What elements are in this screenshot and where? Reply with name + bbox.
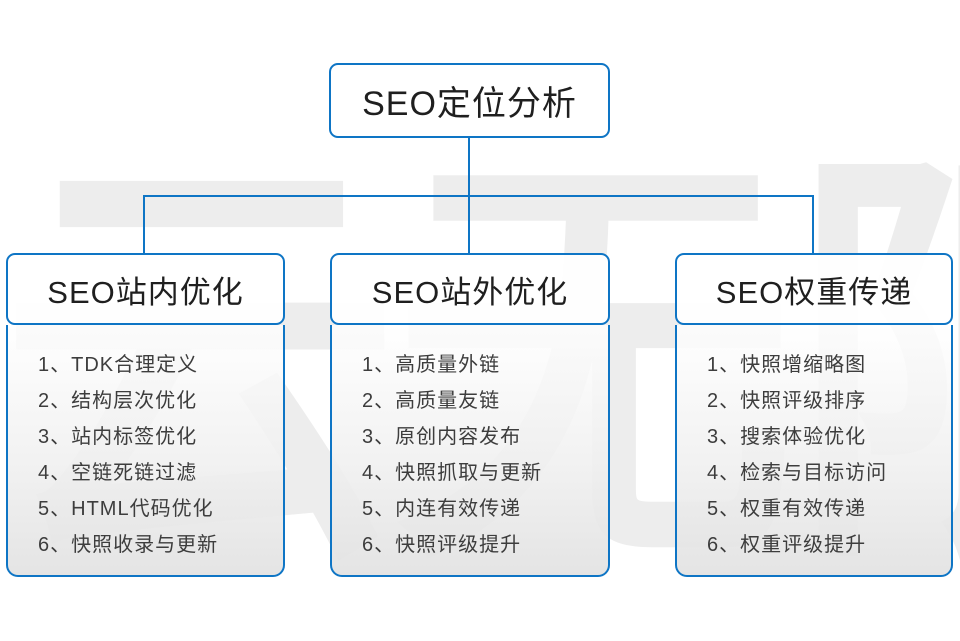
list-item: 4、快照抓取与更新 bbox=[362, 462, 543, 484]
list-item: 5、HTML代码优化 bbox=[38, 498, 214, 520]
column-seo-offsite: SEO站外优化 1、高质量外链 2、高质量友链 3、原创内容发布 4、快照抓取与更新 5… bbox=[330, 253, 610, 577]
connector-to-left-column bbox=[143, 195, 145, 254]
column-body-seo-offsite: 1、高质量外链 2、高质量友链 3、原创内容发布 4、快照抓取与更新 5、内连有效传递 6… bbox=[330, 325, 610, 577]
list-item: 3、搜索体验优化 bbox=[707, 426, 867, 448]
list-item: 5、权重有效传递 bbox=[707, 498, 867, 520]
list-item: 1、高质量外链 bbox=[362, 354, 501, 376]
item-list-seo-onsite: 1、TDK合理定义 2、结构层次优化 3、站内标签优化 4、空链死链过滤 5、HTML代… bbox=[38, 347, 273, 563]
root-node-title: SEO定位分析 bbox=[362, 85, 577, 123]
list-item: 4、空链死链过滤 bbox=[38, 462, 198, 484]
column-title: SEO站外优化 bbox=[371, 274, 569, 310]
list-item: 6、快照收录与更新 bbox=[38, 534, 219, 556]
column-header-seo-offsite: SEO站外优化 bbox=[330, 253, 610, 325]
list-item: 5、内连有效传递 bbox=[362, 498, 522, 520]
connector-to-right-column bbox=[812, 195, 814, 253]
list-item: 6、快照评级提升 bbox=[362, 534, 522, 556]
item-list-seo-weight: 1、快照增缩略图 2、快照评级排序 3、搜索体验优化 4、检索与目标访问 5、权重有效传… bbox=[707, 347, 941, 563]
column-body-seo-onsite: 1、TDK合理定义 2、结构层次优化 3、站内标签优化 4、空链死链过滤 5、HTML代… bbox=[6, 325, 285, 577]
list-item: 1、快照增缩略图 bbox=[707, 354, 867, 376]
column-title: SEO权重传递 bbox=[715, 274, 913, 310]
list-item: 3、原创内容发布 bbox=[362, 426, 522, 448]
list-item: 6、权重评级提升 bbox=[707, 534, 867, 556]
column-header-seo-weight: SEO权重传递 bbox=[675, 253, 953, 325]
list-item: 2、高质量友链 bbox=[362, 390, 501, 412]
list-item: 2、结构层次优化 bbox=[38, 390, 198, 412]
column-seo-onsite: SEO站内优化 1、TDK合理定义 2、结构层次优化 3、站内标签优化 4、空链死链过… bbox=[6, 253, 285, 577]
list-item: 3、站内标签优化 bbox=[38, 426, 198, 448]
column-header-seo-onsite: SEO站内优化 bbox=[6, 253, 285, 325]
list-item: 4、检索与目标访问 bbox=[707, 462, 888, 484]
column-title: SEO站内优化 bbox=[47, 274, 244, 310]
list-item: 1、TDK合理定义 bbox=[38, 354, 199, 376]
root-node-seo-analysis: SEO定位分析 bbox=[329, 63, 610, 138]
item-list-seo-offsite: 1、高质量外链 2、高质量友链 3、原创内容发布 4、快照抓取与更新 5、内连有效传递 6… bbox=[362, 347, 598, 563]
list-item: 2、快照评级排序 bbox=[707, 390, 867, 412]
connector-horizontal bbox=[143, 195, 814, 197]
column-seo-weight: SEO权重传递 1、快照增缩略图 2、快照评级排序 3、搜索体验优化 4、检索与目标访… bbox=[675, 253, 953, 577]
column-body-seo-weight: 1、快照增缩略图 2、快照评级排序 3、搜索体验优化 4、检索与目标访问 5、权重有效传… bbox=[675, 325, 953, 577]
